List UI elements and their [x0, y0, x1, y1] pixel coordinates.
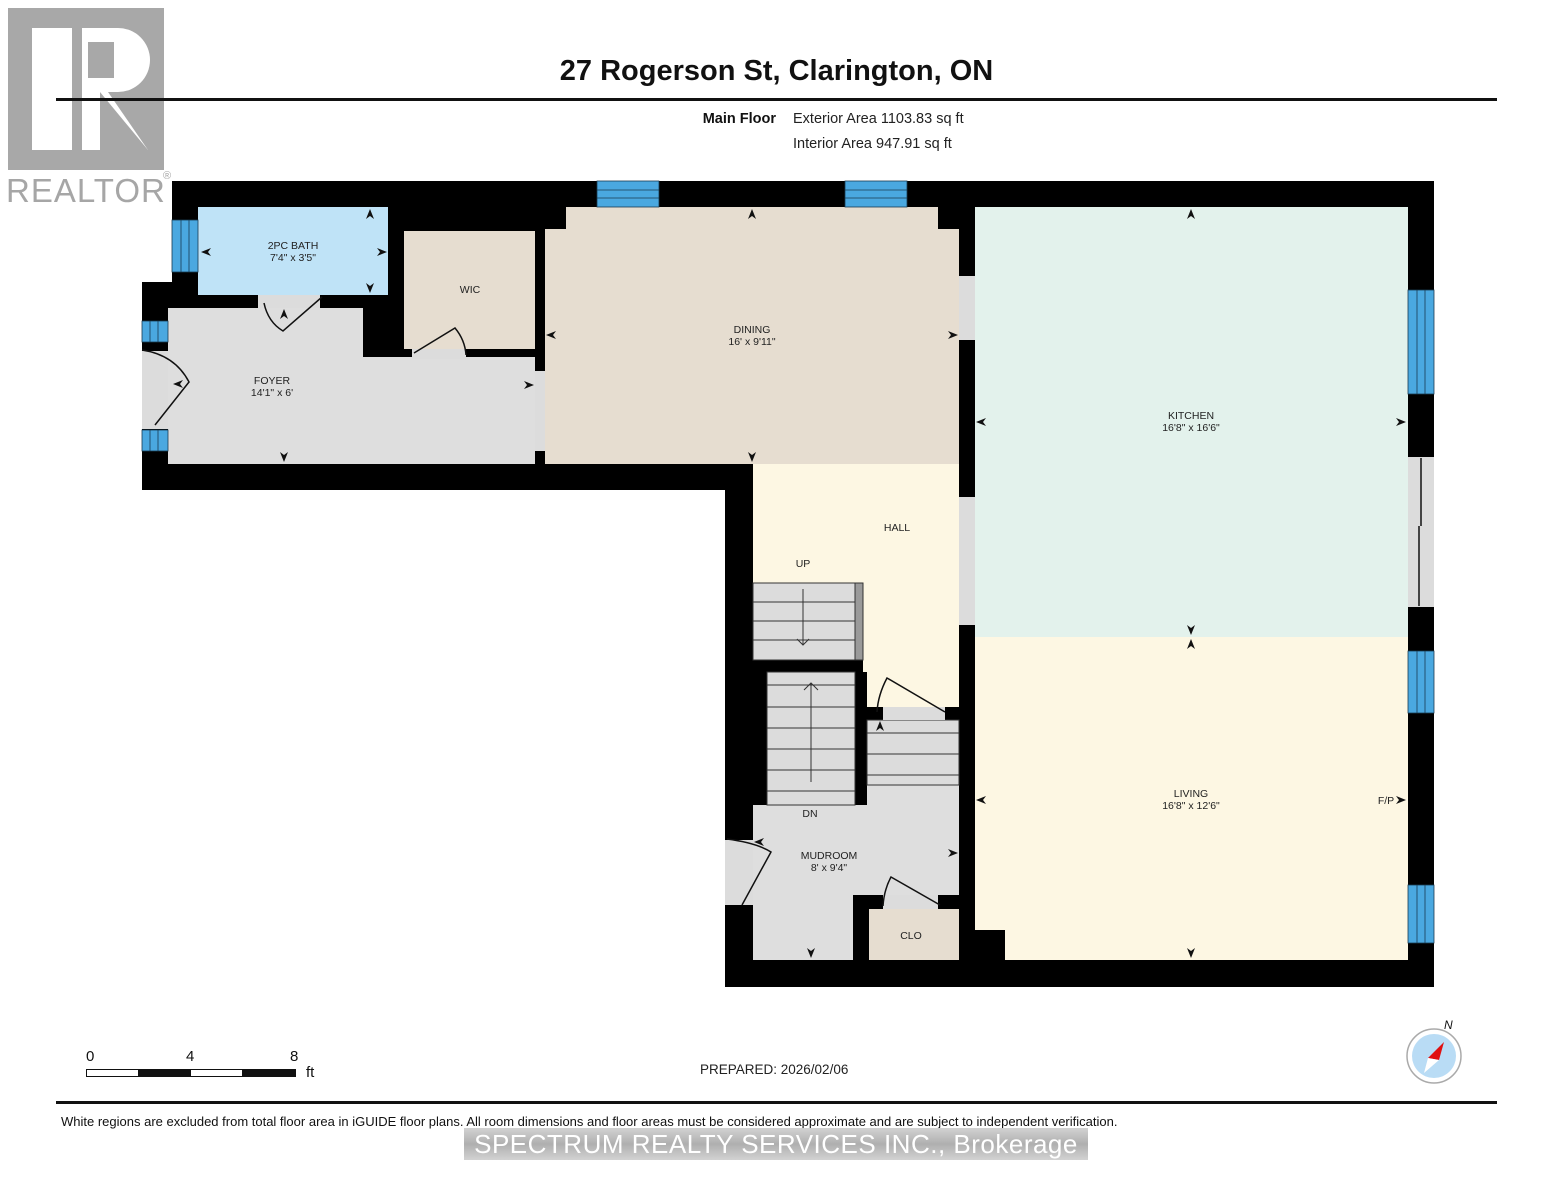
- room-label-clo: CLO: [900, 930, 922, 942]
- disclaimer-text: White regions are excluded from total fl…: [61, 1114, 1118, 1129]
- room-dining: [545, 207, 959, 464]
- stairs-down-label: DN: [802, 808, 818, 820]
- room-kitchen: [975, 207, 1408, 637]
- doors: [141, 296, 1422, 907]
- room-2pc-bath: [198, 207, 388, 295]
- stairs-up: [752, 582, 864, 661]
- room-label-hall: HALL: [883, 522, 911, 534]
- room-hall: [753, 464, 959, 707]
- footer-divider: [56, 1101, 1497, 1104]
- scale-tick-4: 4: [186, 1048, 195, 1065]
- page-title: 27 Rogerson St, Clarington, ON: [559, 55, 994, 87]
- compass-north-label: N: [1444, 1018, 1453, 1032]
- prepared-date: PREPARED: 2026/02/06: [700, 1062, 849, 1077]
- stairs-down: [766, 671, 856, 806]
- scale-tick-8: 8: [290, 1048, 299, 1065]
- room-living: [975, 637, 1408, 960]
- scale-bar: [86, 1069, 296, 1077]
- header-divider: [56, 98, 1497, 101]
- fireplace-label: F/P: [1377, 795, 1395, 807]
- room-clo: [869, 909, 959, 960]
- dimension-markers: [173, 209, 1406, 958]
- room-foyer: [168, 308, 535, 464]
- stairs-landing: [866, 719, 960, 786]
- brokerage-watermark: SPECTRUM REALTY SERVICES INC., Brokerage: [464, 1128, 1088, 1160]
- interior-area: Interior Area 947.91 sq ft: [793, 136, 952, 152]
- realtor-wordmark: REALTOR: [6, 172, 166, 209]
- realtor-logo-icon: [8, 8, 164, 170]
- scale-unit: ft: [306, 1064, 315, 1081]
- registered-mark: ®: [163, 170, 172, 182]
- stairs-up-label: UP: [795, 558, 811, 570]
- floor-name: Main Floor: [702, 111, 776, 127]
- exterior-area: Exterior Area 1103.83 sq ft: [793, 111, 964, 127]
- compass-north-icon: [1406, 1028, 1462, 1084]
- room-wic: [404, 231, 535, 349]
- scale-tick-0: 0: [86, 1048, 95, 1065]
- windows: [141, 180, 1435, 944]
- room-label-wic: WIC: [459, 284, 481, 296]
